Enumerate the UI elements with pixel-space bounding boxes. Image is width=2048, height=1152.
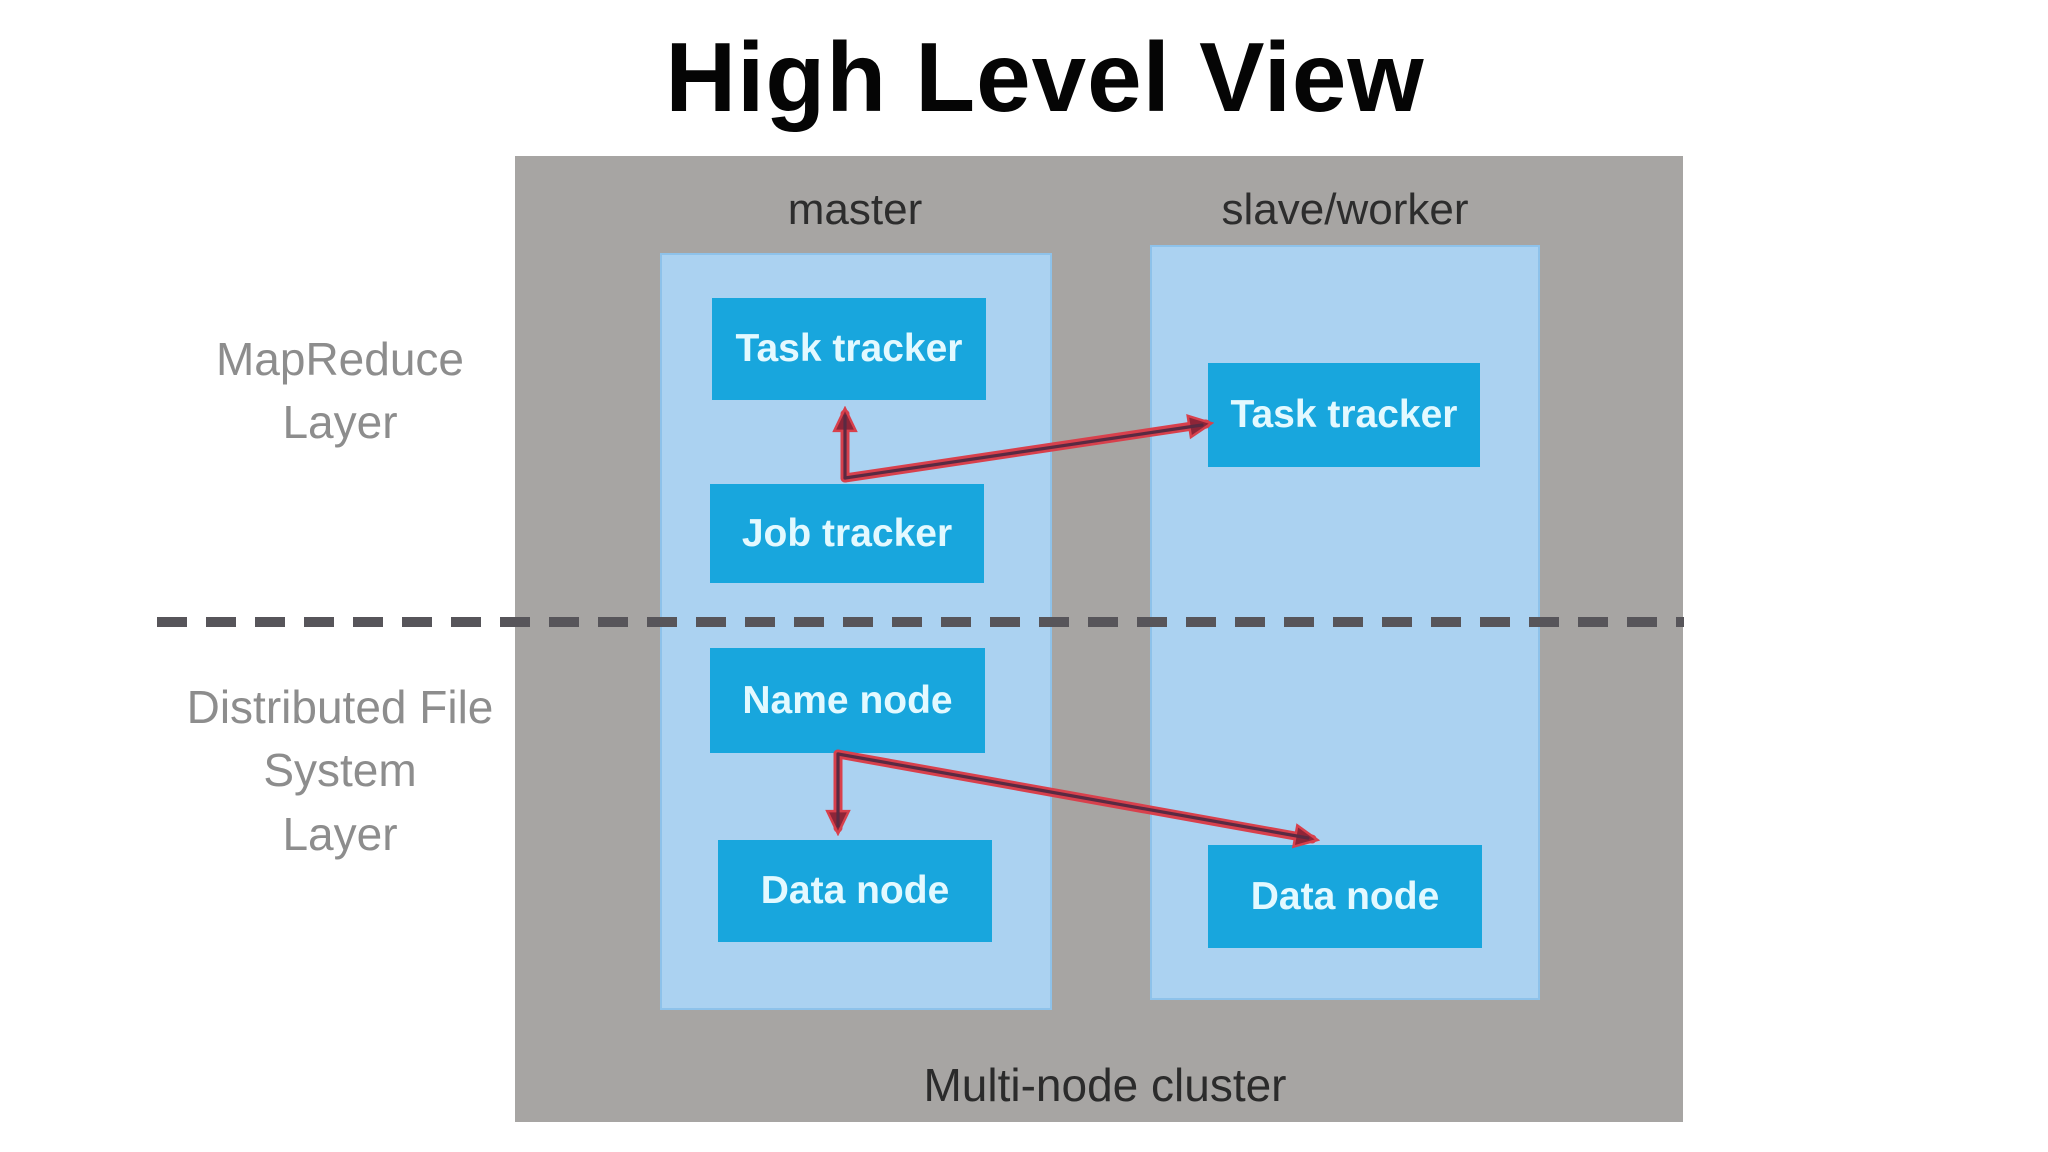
column-label-master: master <box>787 185 923 234</box>
layer-separator-dashed-line <box>157 617 1684 627</box>
layer-label-distributed-file-system: Distributed File System Layer <box>186 681 494 860</box>
node-slave-data-node: Data node <box>1208 845 1482 948</box>
page-title: High Level View <box>665 22 1425 132</box>
node-master-job-tracker: Job tracker <box>710 484 984 583</box>
node-master-task-tracker: Task tracker <box>712 298 986 400</box>
node-master-data-node: Data node <box>718 840 992 942</box>
cluster-caption: Multi-node cluster <box>923 1059 1287 1111</box>
node-slave-task-tracker: Task tracker <box>1208 363 1480 467</box>
column-label-slave-worker: slave/worker <box>1221 185 1469 234</box>
layer-label-mapreduce: MapReduce Layer <box>215 333 465 449</box>
node-master-name-node: Name node <box>710 648 985 753</box>
